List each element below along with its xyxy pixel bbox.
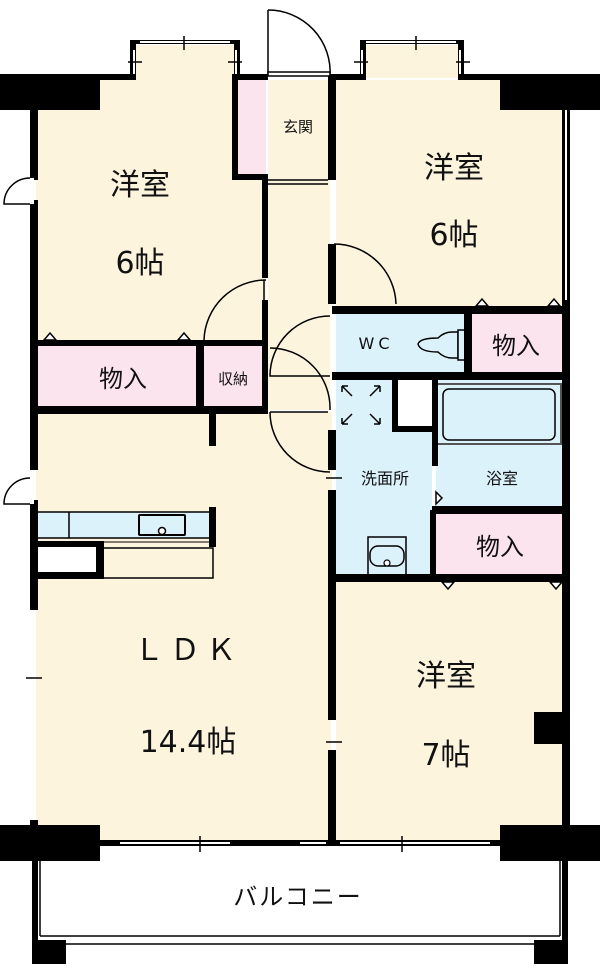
closet-nw-label: 物入 bbox=[99, 365, 147, 393]
washbasin-icon bbox=[367, 536, 407, 576]
closet-se-area bbox=[436, 514, 564, 576]
wc-label: WC bbox=[359, 334, 394, 353]
bedroom-ne-name: 洋室 bbox=[424, 151, 484, 186]
closet-ne-area bbox=[470, 314, 564, 374]
washing-machine-space-icon bbox=[341, 385, 381, 425]
bedroom-nw-name: 洋室 bbox=[110, 168, 170, 203]
room-labels: 洋室 6帖 洋室 6帖 玄関 物入 収納 WC 物入 洗面所 浴室 物入 ＬＤＫ… bbox=[99, 118, 540, 911]
ldk-size: 14.4帖 bbox=[140, 725, 237, 760]
bedroom-se-area bbox=[336, 580, 566, 840]
balcony-rail bbox=[39, 846, 561, 945]
balcony-label: バルコニー bbox=[233, 883, 363, 911]
window-ticks bbox=[26, 36, 470, 852]
toilet-icon bbox=[417, 329, 467, 361]
storage-small-area bbox=[204, 346, 264, 408]
closet-ne-label: 物入 bbox=[492, 332, 540, 360]
bedroom-nw-size: 6帖 bbox=[115, 246, 164, 281]
ldk-area bbox=[36, 412, 332, 840]
closet-door-markers bbox=[42, 297, 564, 591]
bathroom-label: 浴室 bbox=[486, 469, 518, 488]
windows bbox=[33, 41, 567, 844]
bedroom-ne-size: 6帖 bbox=[429, 218, 478, 253]
washroom-label: 洗面所 bbox=[361, 469, 409, 488]
bedroom-se-size: 7帖 bbox=[421, 738, 470, 773]
closet-nw-area bbox=[36, 346, 198, 408]
walls bbox=[0, 40, 600, 964]
closet-se-label: 物入 bbox=[476, 533, 524, 561]
pipe-space bbox=[396, 380, 432, 428]
bedroom-nw-area bbox=[36, 78, 266, 342]
entrance-label: 玄関 bbox=[283, 118, 313, 136]
bathtub-icon bbox=[436, 383, 562, 445]
bedroom-se-name: 洋室 bbox=[416, 659, 476, 694]
bedroom-ne-area bbox=[336, 80, 566, 308]
storage-label: 収納 bbox=[218, 370, 248, 388]
door-swings bbox=[3, 9, 397, 505]
ldk-name: ＬＤＫ bbox=[134, 633, 242, 668]
